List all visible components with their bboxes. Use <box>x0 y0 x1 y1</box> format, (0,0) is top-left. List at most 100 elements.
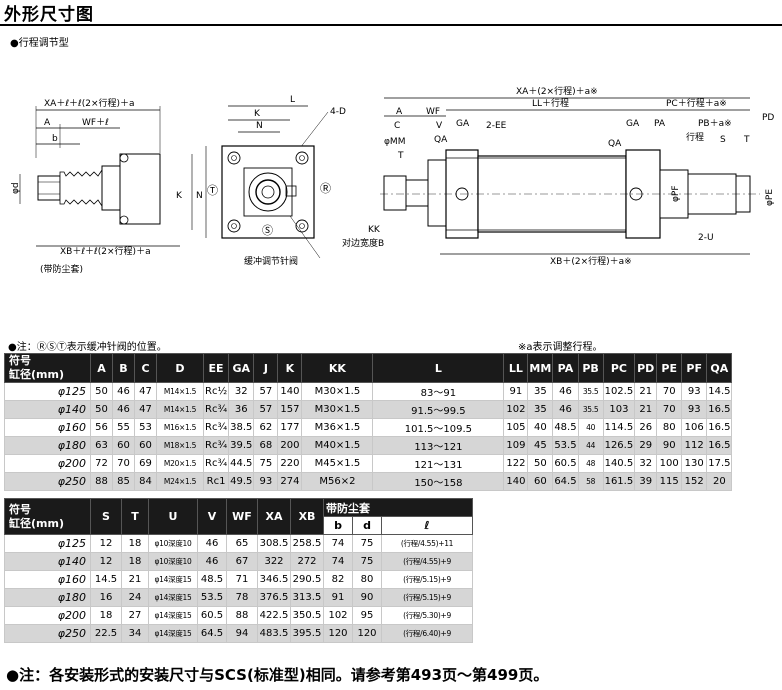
bore-cell: φ140 <box>4 552 91 571</box>
adjust-note: ※a表示调整行程。 <box>518 342 603 353</box>
col-header: T <box>121 498 149 535</box>
table-cell: 91.5～99.5 <box>372 400 505 419</box>
col-header: PD <box>634 353 658 383</box>
table-cell: 72 <box>90 454 113 473</box>
col-header: QA <box>706 353 733 383</box>
table-cell: 152 <box>681 472 708 491</box>
table-cell: (行程/5.15)+9 <box>381 588 473 607</box>
right-t2-label: T <box>743 135 750 145</box>
table-cell: 94 <box>226 624 258 643</box>
table-cell: 90 <box>352 588 382 607</box>
table-cell: 21 <box>634 382 658 401</box>
table-cell: 91 <box>503 382 529 401</box>
table-cell: 109 <box>503 436 529 455</box>
table-cell: 40 <box>527 418 554 437</box>
table-cell: 57 <box>253 400 279 419</box>
mid-n-side: N <box>196 191 203 201</box>
bore-cell: φ140 <box>4 400 91 419</box>
table-cell: 47 <box>134 400 157 419</box>
right-s-label: S <box>720 135 726 145</box>
table-cell: 65 <box>226 534 258 553</box>
table-cell: 16.5 <box>706 418 733 437</box>
table-cell: 322 <box>257 552 291 571</box>
table-cell: M20×1.5 <box>156 454 204 473</box>
dimension-table-2: 符号 缸径(mm) S T U V WF XA XB 带防尘套 b d ℓ φ1… <box>4 498 473 643</box>
table-cell: 91 <box>323 588 353 607</box>
table-cell: 20 <box>706 472 733 491</box>
table-cell: 60 <box>112 436 135 455</box>
table-cell: Rc¾ <box>202 418 230 437</box>
table-cell: Rc1 <box>202 472 230 491</box>
table-cell: 220 <box>277 454 303 473</box>
table-cell: 130 <box>681 454 708 473</box>
table-cell: 114.5 <box>602 418 636 437</box>
table-cell: 102 <box>323 606 353 625</box>
bore-cell: φ125 <box>4 534 91 553</box>
table-cell: φ10深度10 <box>148 534 198 553</box>
col-header: B <box>112 353 135 383</box>
table-cell: 80 <box>352 570 382 589</box>
table-cell: 200 <box>277 436 303 455</box>
table-cell: 102.5 <box>602 382 636 401</box>
dimension-drawing: XA＋ℓ＋ℓ(2×行程)＋a A WF＋ℓ b φd XB＋ℓ＋ℓ(2×行程)＋… <box>11 85 775 275</box>
right-kk-label: KK <box>368 225 381 235</box>
table-cell: (行程/6.40)+9 <box>381 624 473 643</box>
table-cell: 18 <box>121 534 149 553</box>
table-cell: 64.5 <box>552 472 579 491</box>
table-cell: 64.5 <box>197 624 227 643</box>
table-cell: 62 <box>253 418 279 437</box>
table-cell: M45×1.5 <box>301 454 374 473</box>
table-cell: 55 <box>112 418 135 437</box>
right-qa-left: QA <box>434 135 448 145</box>
col-header: EE <box>202 353 230 383</box>
col-header: LL <box>503 353 529 383</box>
right-ga-right: GA <box>626 119 640 129</box>
table-cell: 46 <box>112 400 135 419</box>
table-cell: 70 <box>656 400 683 419</box>
table-cell: Rc¾ <box>202 436 230 455</box>
table-cell: 32 <box>634 454 658 473</box>
right-stroke-label: 行程 <box>686 131 704 143</box>
table-cell: 46 <box>552 382 579 401</box>
table-cell: φ14深度15 <box>148 624 198 643</box>
col-header: ℓ <box>381 516 473 535</box>
table-cell: 47 <box>134 382 157 401</box>
table-cell: 106 <box>681 418 708 437</box>
table-cell: 100 <box>656 454 683 473</box>
table-cell: 90 <box>656 436 683 455</box>
table-cell: 112 <box>681 436 708 455</box>
table-cell: M40×1.5 <box>301 436 374 455</box>
table-cell: (行程/5.30)+9 <box>381 606 473 625</box>
table-cell: 58 <box>577 472 604 491</box>
col-header: K <box>277 353 303 383</box>
table-cell: M16×1.5 <box>156 418 204 437</box>
right-ga-left: GA <box>456 119 470 129</box>
table-cell: 34 <box>121 624 149 643</box>
table-cell: 120 <box>323 624 353 643</box>
side-view-cylinder: XA＋(2×行程)＋a※ LL＋行程 PC＋行程＋a※ PD A WF C V … <box>342 85 775 267</box>
table-cell: 35.5 <box>577 400 604 419</box>
table-cell: 274 <box>277 472 303 491</box>
table-cell: 60 <box>134 436 157 455</box>
table-cell: 83～91 <box>372 382 505 401</box>
table-cell: 272 <box>290 552 324 571</box>
table-cell: 60.5 <box>197 606 227 625</box>
table-cell: 16 <box>90 588 122 607</box>
table-cell: 35 <box>527 400 554 419</box>
right-ll-label: LL＋行程 <box>532 97 569 109</box>
table-cell: 39 <box>634 472 658 491</box>
table-cell: 36 <box>228 400 255 419</box>
right-pb-label: PB＋a※ <box>698 118 732 129</box>
mid-r-mark: Ⓡ <box>320 182 331 195</box>
table-cell: 85 <box>112 472 135 491</box>
table-cell: 140 <box>277 382 303 401</box>
table-cell: 46 <box>197 552 227 571</box>
table-cell: 60.5 <box>552 454 579 473</box>
table-cell: 74 <box>323 552 353 571</box>
table-cell: 16.5 <box>706 436 733 455</box>
right-xb-label: XB＋(2×行程)＋a※ <box>550 255 632 267</box>
